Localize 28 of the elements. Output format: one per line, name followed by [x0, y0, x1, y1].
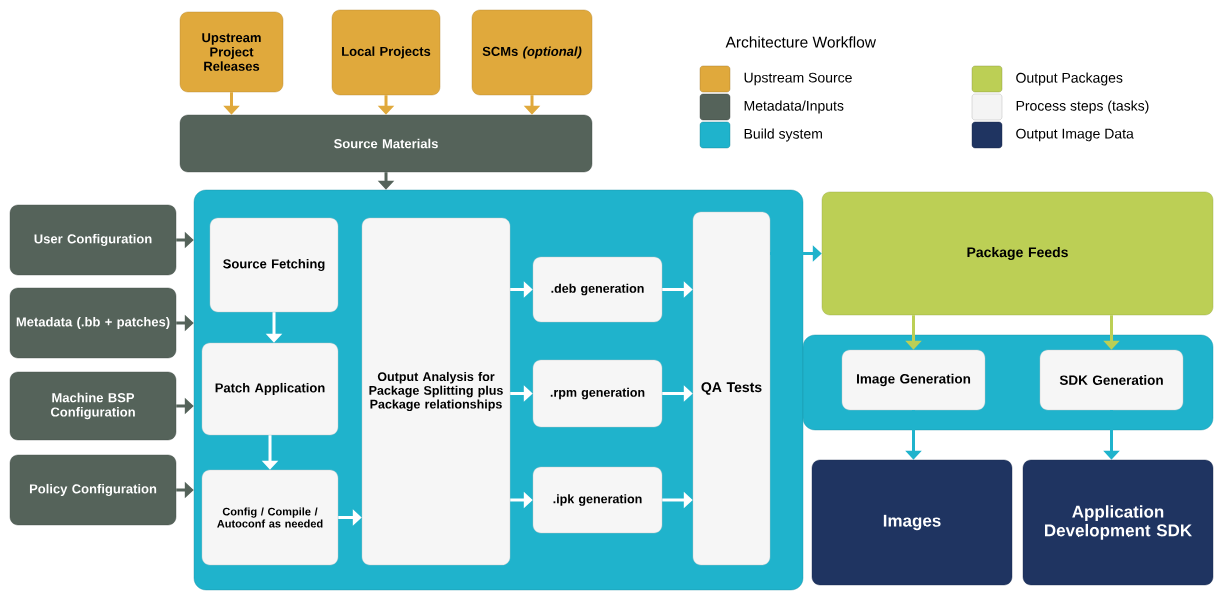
task-box: .rpm generation	[532, 359, 663, 428]
input-box: Policy Configuration	[9, 454, 177, 526]
legend-label: Upstream Source	[744, 72, 852, 86]
input-box: Machine BSP Configuration	[9, 371, 177, 441]
task-box: Source Fetching	[209, 217, 339, 313]
legend-label: Process steps (tasks)	[1016, 100, 1149, 114]
task-box: .ipk generation	[532, 466, 663, 534]
output-box: Application Development SDK	[1022, 459, 1214, 586]
legend-label: Output Packages	[1016, 72, 1123, 86]
task-box: Image Generation	[841, 349, 986, 411]
input-box: User Configuration	[9, 204, 177, 276]
input-box: Metadata (.bb + patches)	[9, 287, 177, 359]
source-box: SCMs (optional)	[471, 9, 593, 96]
source-box: Upstream Project Releases	[179, 11, 284, 93]
task-box: SDK Generation	[1039, 349, 1184, 411]
task-box: .deb generation	[532, 256, 663, 323]
output-box: Images	[811, 459, 1013, 586]
task-box: Patch Application	[201, 342, 339, 436]
legend-label: Build system	[744, 128, 822, 142]
source-box: Local Projects	[331, 9, 441, 96]
task-box: Output Analysis for Package Splitting plus Package relationships	[361, 217, 511, 566]
package-feeds-box: Package Feeds	[821, 191, 1214, 316]
legend-label: Metadata/Inputs	[744, 100, 844, 114]
legend-label: Output Image Data	[1016, 128, 1134, 142]
task-box: Config / Compile / Autoconf as needed	[201, 469, 339, 566]
task-box: QA Tests	[692, 211, 771, 566]
legend-title: Architecture Workflow	[725, 36, 876, 48]
materials-bar: Source Materials	[179, 114, 593, 173]
